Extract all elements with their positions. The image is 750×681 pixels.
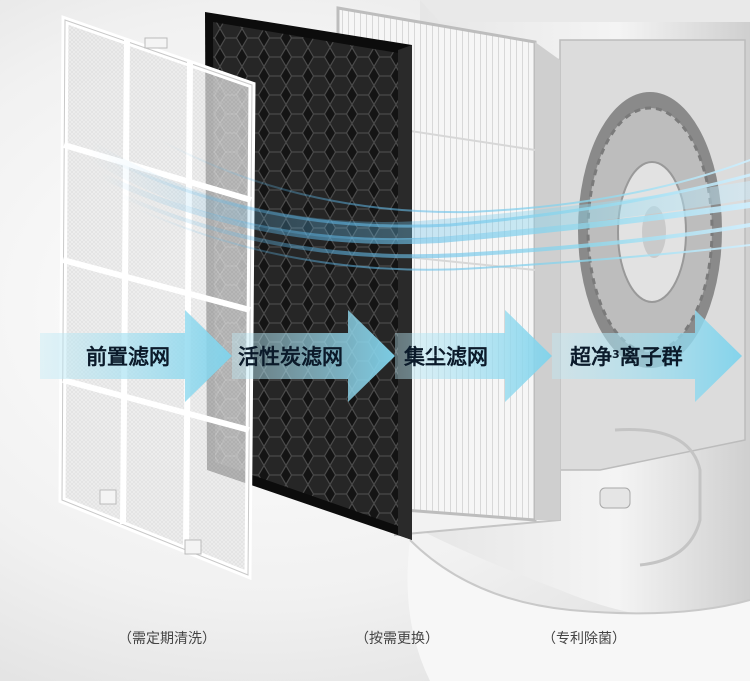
carbon-filter-panel (205, 12, 412, 540)
note-prefilter: （需定期清洗） (118, 631, 216, 647)
superscript-3: 3 (612, 347, 620, 361)
note-ion: （专利除菌） (542, 631, 626, 647)
arrow-stage-2 (232, 310, 395, 402)
pre-filter-panel (58, 15, 256, 581)
airflow-stream (81, 139, 750, 271)
arrow-stage-1 (40, 310, 232, 402)
fan-grille (578, 92, 722, 368)
stage-label-prefilter: 前置滤网 (86, 345, 170, 369)
stage-label-carbon: 活性炭滤网 (238, 345, 343, 369)
note-dust: （按需更换） (355, 631, 439, 647)
arrow-stage-3 (395, 310, 552, 402)
stage-label-dust: 集尘滤网 (404, 345, 488, 369)
arrow-stage-4 (552, 310, 742, 402)
stage-arrows (40, 310, 742, 402)
